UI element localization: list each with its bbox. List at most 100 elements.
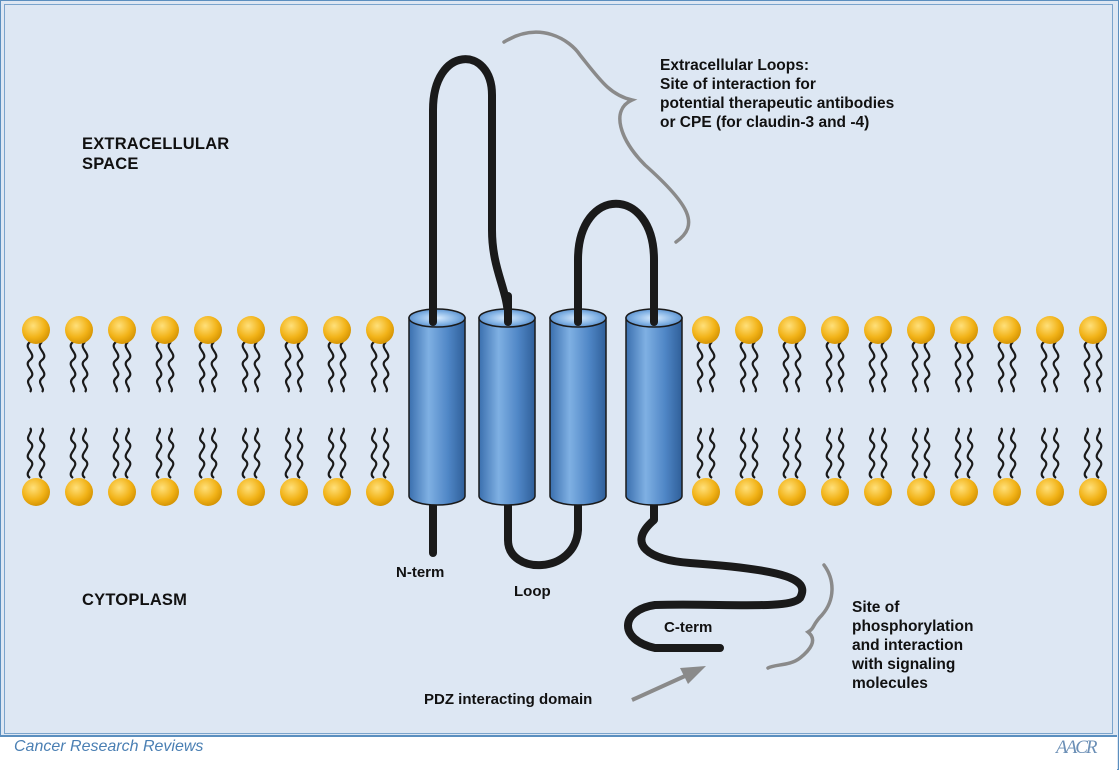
lipid-tail xyxy=(782,427,790,479)
lipid-head-icon xyxy=(151,478,179,506)
c-terminal-tail xyxy=(624,486,807,652)
lipid-tail xyxy=(966,341,974,393)
lipid-tail xyxy=(155,341,163,393)
lipid-tail xyxy=(81,427,89,479)
lipid-head-icon xyxy=(194,478,222,506)
lipid-tail xyxy=(253,341,261,393)
helix-body xyxy=(478,317,536,506)
lipid-tail xyxy=(198,341,206,393)
lipid-tail xyxy=(253,427,261,479)
journal-name: Cancer Research Reviews xyxy=(14,738,204,755)
helix-cylinder-icon xyxy=(549,308,607,506)
lipid-tail xyxy=(382,427,390,479)
lipid-tail xyxy=(923,427,931,479)
lipid-molecule xyxy=(65,316,93,506)
extracellular-loops-annotation: Extracellular Loops: Site of interaction… xyxy=(660,57,895,131)
lipid-tail xyxy=(284,427,292,479)
lipid-tail xyxy=(296,341,304,393)
lipid-tail xyxy=(370,427,378,479)
lipid-tail xyxy=(739,341,747,393)
lipid-head-icon xyxy=(65,316,93,344)
lipid-tail xyxy=(911,341,919,393)
lipid-tail xyxy=(825,427,833,479)
pdz-domain-label: PDZ interacting domain xyxy=(424,691,593,708)
lipid-tail xyxy=(1083,427,1091,479)
lipid-tail xyxy=(825,341,833,393)
lipid-tail xyxy=(966,427,974,479)
lipid-head-icon xyxy=(366,478,394,506)
lipid-head-icon xyxy=(692,316,720,344)
lipid-head-icon xyxy=(366,316,394,344)
lipid-tail xyxy=(370,341,378,393)
lipid-tail xyxy=(1083,341,1091,393)
lipid-molecule xyxy=(735,316,763,506)
lipid-head-icon xyxy=(907,316,935,344)
transmembrane-helices xyxy=(408,292,683,506)
n-term-label: N-term xyxy=(396,564,445,581)
helix-body xyxy=(625,317,683,506)
footer-bar xyxy=(0,735,1117,770)
lipid-molecule xyxy=(950,316,978,506)
lipid-tail xyxy=(112,341,120,393)
protein-backbone xyxy=(429,55,807,652)
lipid-head-icon xyxy=(821,316,849,344)
lipid-head-icon xyxy=(108,478,136,506)
helix-cylinder-icon xyxy=(408,308,466,506)
lipid-head-icon xyxy=(993,478,1021,506)
lipid-molecule xyxy=(366,316,394,506)
loop-label: Loop xyxy=(514,583,551,600)
aacr-logo: AACR xyxy=(1056,737,1097,758)
lipid-tail xyxy=(167,341,175,393)
c-term-label: C-term xyxy=(664,619,713,636)
lipid-tail xyxy=(1095,341,1103,393)
lipid-tail xyxy=(1052,341,1060,393)
lipid-molecule xyxy=(194,316,222,506)
lipid-head-icon xyxy=(1079,316,1107,344)
lipid-head-icon xyxy=(108,316,136,344)
lipid-head-icon xyxy=(735,478,763,506)
helix-cylinder-icon xyxy=(478,308,536,506)
lipid-tail xyxy=(911,427,919,479)
lipid-tail xyxy=(210,341,218,393)
lipid-tail xyxy=(1052,427,1060,479)
lipid-head-icon xyxy=(821,478,849,506)
lipid-molecule xyxy=(237,316,265,506)
lipid-tail xyxy=(124,341,132,393)
lipid-molecule xyxy=(821,316,849,506)
lipid-molecule xyxy=(22,316,50,506)
lipid-head-icon xyxy=(22,316,50,344)
lipid-tail xyxy=(739,427,747,479)
lipid-tail xyxy=(868,341,876,393)
helix-body xyxy=(549,317,607,506)
lipid-tail xyxy=(868,427,876,479)
lipid-tail xyxy=(708,341,716,393)
lipid-tail xyxy=(241,341,249,393)
lipid-head-icon xyxy=(280,316,308,344)
lipid-tail xyxy=(284,341,292,393)
lipid-molecule xyxy=(907,316,935,506)
lipid-tail xyxy=(837,341,845,393)
lipid-head-icon xyxy=(22,478,50,506)
lipid-molecule xyxy=(864,316,892,506)
lipid-head-icon xyxy=(950,478,978,506)
intracellular-loop xyxy=(504,486,582,570)
lipid-molecule xyxy=(1079,316,1107,506)
lipid-tail xyxy=(1009,341,1017,393)
lipid-tail xyxy=(112,427,120,479)
lipid-tail xyxy=(241,427,249,479)
lipid-head-icon xyxy=(1036,478,1064,506)
lipid-tail xyxy=(880,427,888,479)
lipid-tail xyxy=(81,341,89,393)
lipid-molecule xyxy=(692,316,720,506)
lipid-molecule xyxy=(280,316,308,506)
helix-cylinder-icon xyxy=(625,308,683,506)
lipid-head-icon xyxy=(778,316,806,344)
lipid-head-icon xyxy=(323,478,351,506)
cytoplasm-label: CYTOPLASM xyxy=(82,591,188,609)
lipid-tail xyxy=(38,427,46,479)
lipid-tail xyxy=(382,341,390,393)
lipid-tail xyxy=(794,341,802,393)
lipid-bilayer xyxy=(22,316,1107,506)
lipid-tail xyxy=(26,427,34,479)
helix-body xyxy=(408,317,466,506)
